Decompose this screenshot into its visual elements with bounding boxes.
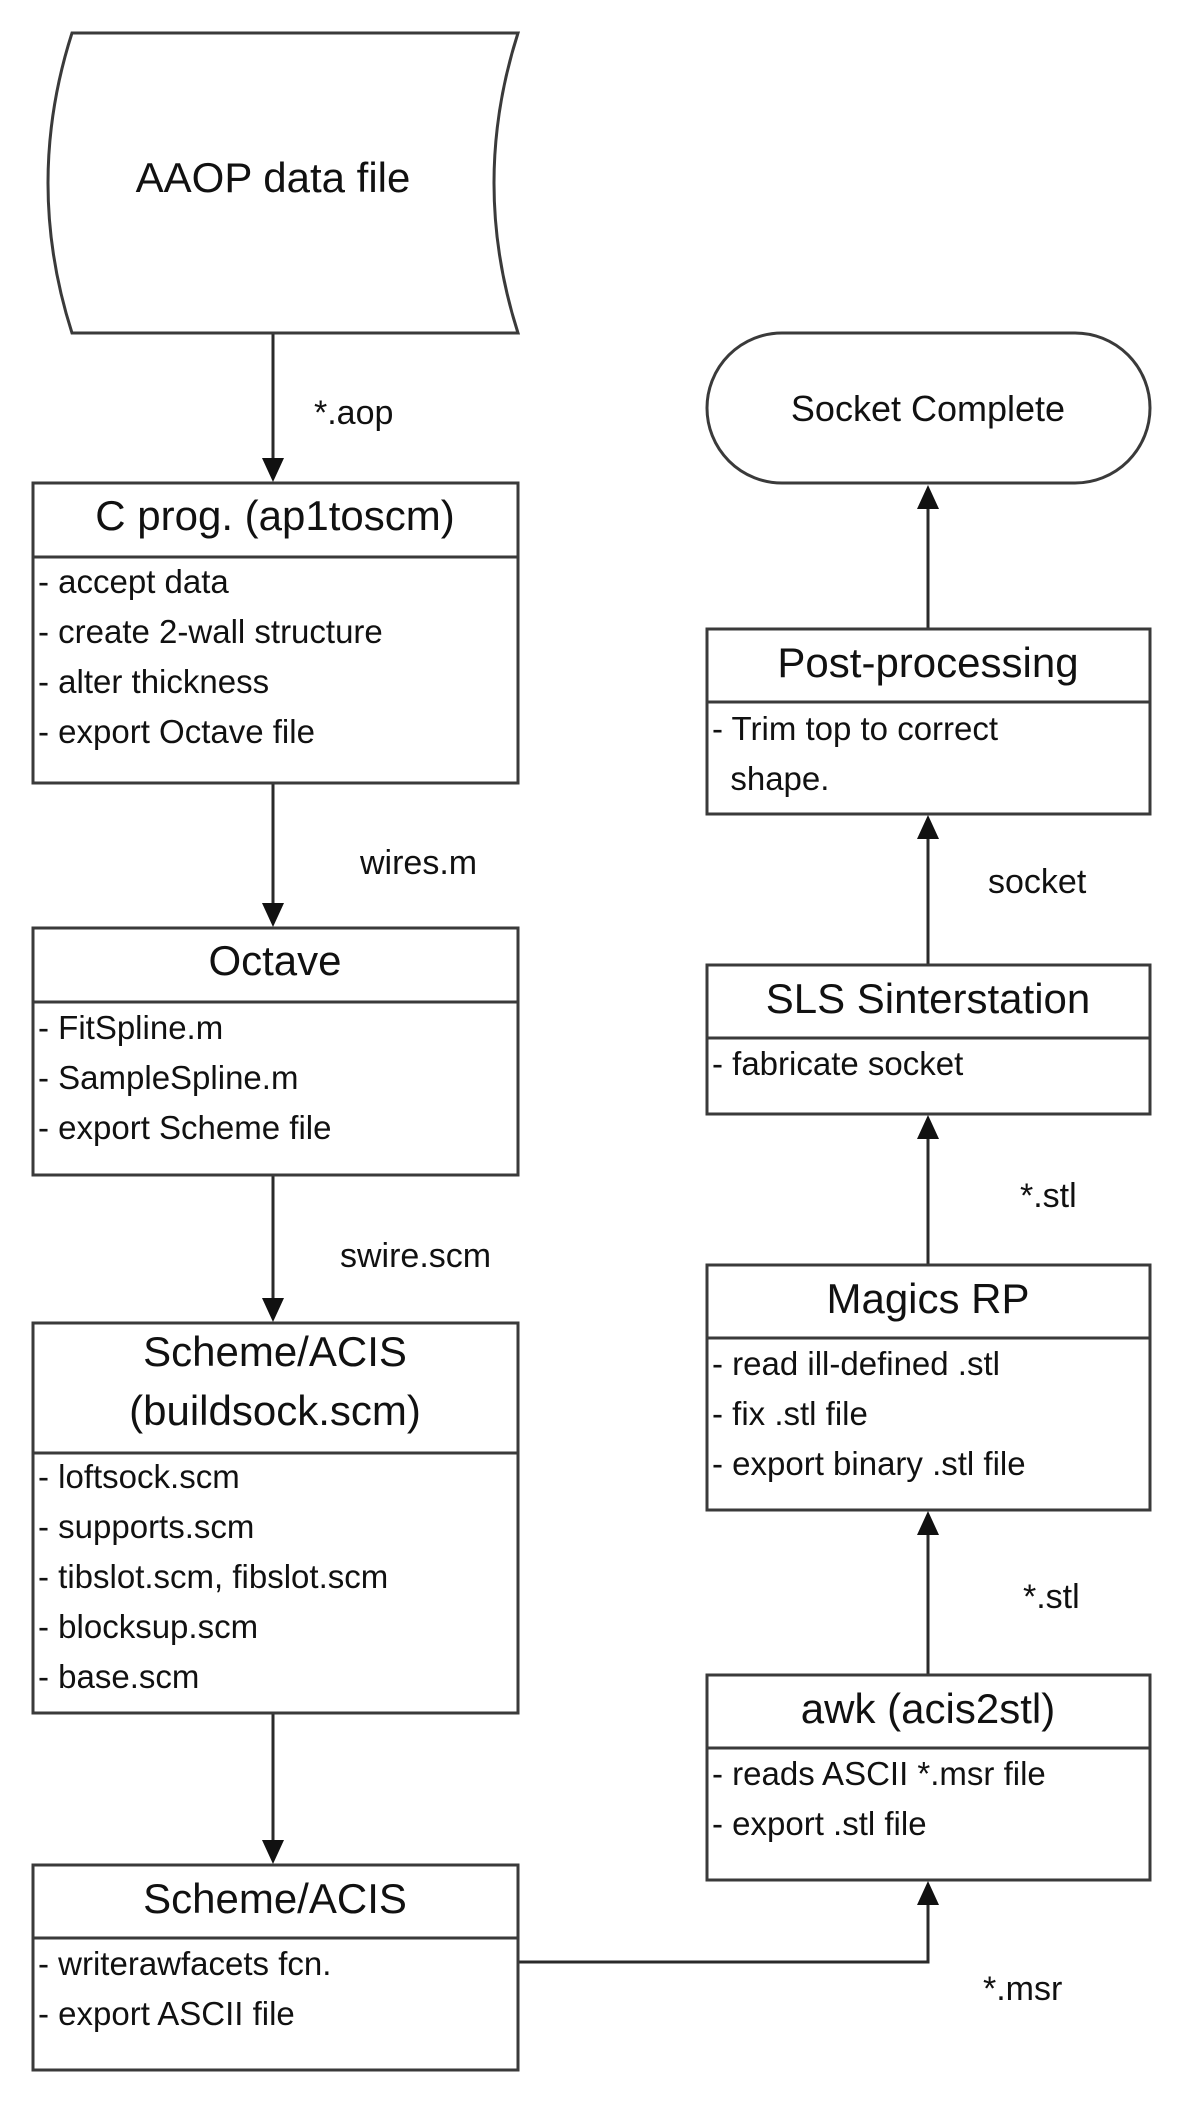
edge-label-socket: socket xyxy=(988,863,1087,901)
node-line: - export Octave file xyxy=(38,713,315,750)
node-line: - Trim top to correct xyxy=(712,710,998,747)
arrowhead-scheme1 xyxy=(262,1298,284,1322)
node-line: - fix .stl file xyxy=(712,1395,868,1432)
node-line: shape. xyxy=(712,760,829,797)
arrowhead-post xyxy=(917,815,939,839)
arrowhead-cprog xyxy=(262,458,284,482)
node-line: - fabricate socket xyxy=(712,1045,963,1082)
node-line: - create 2-wall structure xyxy=(38,613,383,650)
arrowhead-awk xyxy=(917,1881,939,1905)
arrowhead-sls xyxy=(917,1115,939,1139)
node-sls-sinterstation: SLS Sinterstation - fabricate socket xyxy=(705,963,1152,1116)
node-line: - read ill-defined .stl xyxy=(712,1345,1000,1382)
node-magics-rp: Magics RP - read ill-defined .stl - fix … xyxy=(705,1263,1152,1512)
node-line: - export binary .stl file xyxy=(712,1445,1026,1482)
node-awk-acis2stl: awk (acis2stl) - reads ASCII *.msr file … xyxy=(705,1673,1152,1882)
node-line: - loftsock.scm xyxy=(38,1458,240,1495)
node-line: - export Scheme file xyxy=(38,1109,331,1146)
edge-label-stl-lower: *.stl xyxy=(1023,1578,1080,1616)
node-title: awk (acis2stl) xyxy=(801,1685,1055,1732)
arrowhead-magics xyxy=(917,1511,939,1535)
edge-labels: *.aop wires.m swire.scm *.msr *.stl *.st… xyxy=(314,394,1087,2008)
edge-label-msr: *.msr xyxy=(983,1970,1062,2008)
node-line: - tibslot.scm, fibslot.scm xyxy=(38,1558,388,1595)
edge-label-swire: swire.scm xyxy=(340,1237,491,1275)
node-octave: Octave - FitSpline.m - SampleSpline.m - … xyxy=(31,926,520,1177)
arrowhead-octave xyxy=(262,903,284,927)
node-socket-complete: Socket Complete xyxy=(705,331,1152,485)
edge-label-aop: *.aop xyxy=(314,394,393,432)
arrowhead-scheme2 xyxy=(262,1840,284,1864)
node-line: - blocksup.scm xyxy=(38,1608,258,1645)
node-line: - supports.scm xyxy=(38,1508,254,1545)
node-title: C prog. (ap1toscm) xyxy=(95,492,454,539)
node-line: - writerawfacets fcn. xyxy=(38,1945,331,1982)
node-scheme-acis-export: Scheme/ACIS - writerawfacets fcn. - expo… xyxy=(31,1863,520,2072)
edge-scheme2-to-awk xyxy=(518,1903,930,1964)
node-line: - export ASCII file xyxy=(38,1995,295,2032)
node-line: - base.scm xyxy=(38,1658,199,1695)
node-line: - accept data xyxy=(38,563,229,600)
arrowhead-complete xyxy=(917,485,939,509)
node-c-program: C prog. (ap1toscm) - accept data - creat… xyxy=(31,481,520,785)
node-post-processing: Post-processing - Trim top to correct sh… xyxy=(705,627,1152,816)
node-label: Socket Complete xyxy=(791,388,1065,429)
node-title: Octave xyxy=(208,937,341,984)
node-title: Magics RP xyxy=(826,1275,1029,1322)
edge-label-stl-upper: *.stl xyxy=(1020,1177,1077,1215)
node-line: - FitSpline.m xyxy=(38,1009,223,1046)
node-aaop-data-file: AAOP data file xyxy=(46,31,521,335)
node-line: - reads ASCII *.msr file xyxy=(712,1755,1046,1792)
edge-label-wires: wires.m xyxy=(359,844,477,882)
node-scheme-acis-buildsock: Scheme/ACIS (buildsock.scm) - loftsock.s… xyxy=(31,1321,520,1715)
node-title: Scheme/ACIS xyxy=(143,1328,407,1375)
storage-shape xyxy=(46,31,521,335)
node-title: (buildsock.scm) xyxy=(129,1387,421,1434)
node-line: - export .stl file xyxy=(712,1805,927,1842)
node-line: - SampleSpline.m xyxy=(38,1059,298,1096)
node-line: - alter thickness xyxy=(38,663,269,700)
node-title: Scheme/ACIS xyxy=(143,1875,407,1922)
connectors xyxy=(262,333,939,1964)
node-label: AAOP data file xyxy=(136,154,411,201)
node-title: Post-processing xyxy=(777,639,1078,686)
node-title: SLS Sinterstation xyxy=(766,975,1091,1022)
